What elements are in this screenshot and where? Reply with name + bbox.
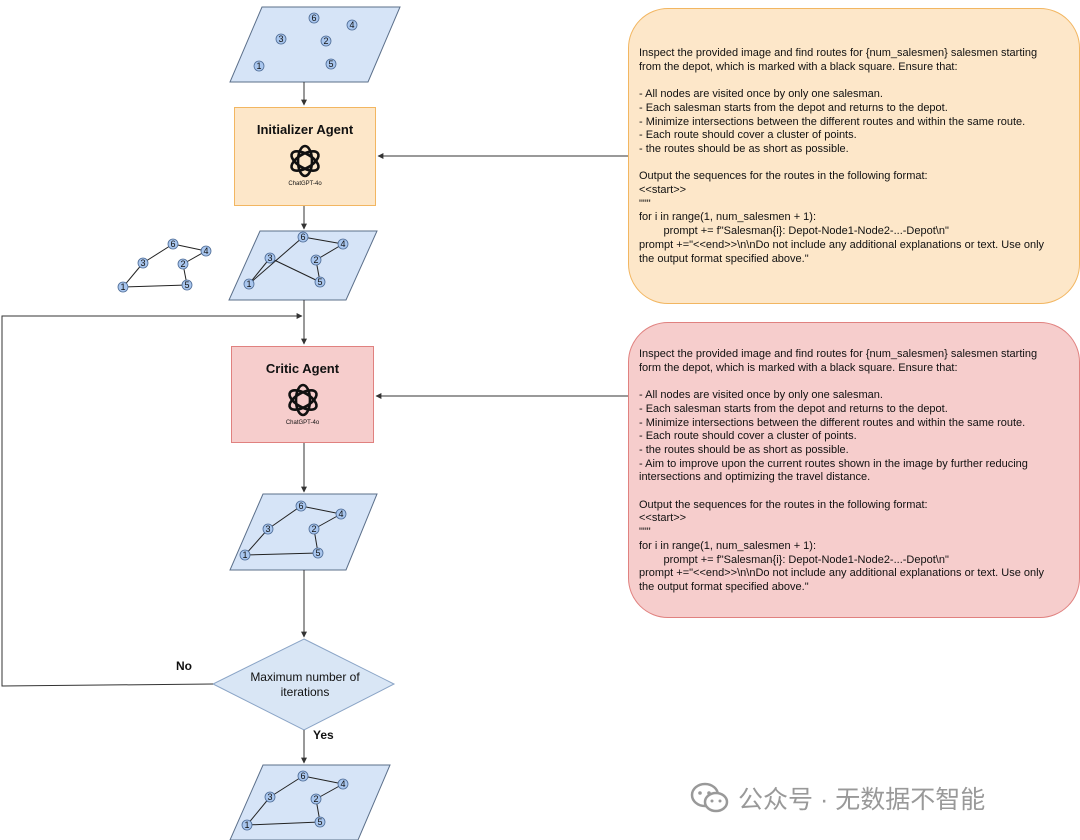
watermark-text: 公众号 · 无数据不智能 xyxy=(738,786,986,814)
input-nodes-node xyxy=(253,60,265,72)
final-routes-node xyxy=(241,819,253,831)
critic-routes-node-label: 4 xyxy=(338,509,343,519)
decision-label: Maximum number of iterations xyxy=(250,670,360,699)
critic-routes-edge xyxy=(244,552,319,556)
final-routes-node xyxy=(314,816,326,828)
sketch-routes-edge xyxy=(142,243,174,264)
initial-routes-edge xyxy=(269,257,321,283)
initializer-prompt-box: Inspect the provided image and find rout… xyxy=(628,8,1080,304)
wechat-icon xyxy=(690,782,729,813)
final-routes-node xyxy=(337,778,349,790)
final-routes-parallelogram xyxy=(229,764,391,840)
final-routes-edge xyxy=(269,775,304,798)
critic-agent-title: Critic Agent xyxy=(265,361,340,376)
sketch-routes-node xyxy=(117,281,129,293)
final-routes-node-label: 3 xyxy=(267,792,272,802)
critic-routes-edge xyxy=(267,505,302,530)
loop-back-arrow xyxy=(1,313,303,687)
initial-routes-node-label: 4 xyxy=(340,239,345,249)
sketch-routes-node-label: 5 xyxy=(184,280,189,290)
final-routes-edge xyxy=(302,775,344,785)
critic-agent-box: Critic Agent ChatGPT-4o xyxy=(231,346,374,443)
input-nodes-node xyxy=(308,12,320,24)
initial-routes-node xyxy=(297,231,309,243)
initial-routes-node xyxy=(243,278,255,290)
initial-routes-edge xyxy=(248,257,271,285)
openai-logo-icon xyxy=(287,383,318,417)
input-nodes-node-label: 3 xyxy=(278,34,283,44)
input-nodes-node xyxy=(325,58,337,70)
critic-routes-node xyxy=(239,549,251,561)
initializer-agent-title: Initializer Agent xyxy=(256,122,354,137)
initializer-agent-box: Initializer Agent ChatGPT-4o xyxy=(234,107,376,206)
sketch-routes-node xyxy=(177,258,189,270)
critic-routes-node-label: 3 xyxy=(265,524,270,534)
critic-routes-node xyxy=(262,523,274,535)
initial-routes-node-label: 1 xyxy=(246,279,251,289)
final-routes-node-label: 5 xyxy=(317,817,322,827)
sketch-routes-node xyxy=(181,279,193,291)
input-nodes-node-label: 1 xyxy=(256,61,261,71)
input-nodes-node xyxy=(346,19,358,31)
final-routes-node xyxy=(264,791,276,803)
final-routes-node xyxy=(310,793,322,805)
initial-routes-edge xyxy=(302,236,344,245)
final-routes-node-label: 1 xyxy=(244,820,249,830)
sketch-routes-node-label: 4 xyxy=(203,246,208,256)
initial-routes-node-label: 3 xyxy=(267,253,272,263)
initial-routes-node xyxy=(264,252,276,264)
final-routes-edge xyxy=(246,821,321,826)
initial-routes-node-label: 2 xyxy=(313,255,318,265)
input-nodes-node xyxy=(275,33,287,45)
sketch-routes-node-label: 2 xyxy=(180,259,185,269)
critic-routes-node xyxy=(308,523,320,535)
critic-routes-edge xyxy=(300,505,342,515)
watermark: 公众号 · 无数据不智能 xyxy=(690,780,985,816)
final-routes-node-label: 4 xyxy=(340,779,345,789)
input-points-parallelogram xyxy=(229,6,401,83)
initial-routes-node-label: 5 xyxy=(317,277,322,287)
final-routes-node xyxy=(297,770,309,782)
initial-routes-node xyxy=(310,254,322,266)
critic-routes-edge xyxy=(244,528,269,556)
sketch-routes-edge xyxy=(172,243,207,252)
initial-routes-edge xyxy=(248,236,304,285)
critic-prompt-box: Inspect the provided image and find rout… xyxy=(628,322,1080,618)
sketch-routes-node xyxy=(167,238,179,250)
critic-routes-node xyxy=(335,508,347,520)
node-markers: 1 2 3 4 5 6 1 2 3 4 5 6 1 2 3 4 5 6 1 2 3 4 5 6 1 2 3 4 5 6 xyxy=(117,12,358,831)
no-branch-label: No xyxy=(176,659,192,673)
initial-routes-node xyxy=(314,276,326,288)
input-nodes-node-label: 6 xyxy=(311,13,316,23)
openai-logo-icon xyxy=(290,144,320,178)
sketch-routes-node xyxy=(137,257,149,269)
critic-model-label: ChatGPT-4o xyxy=(285,420,320,426)
initializer-model-label: ChatGPT-4o xyxy=(288,181,322,187)
initial-routes-node xyxy=(337,238,349,250)
critic-routes-node-label: 2 xyxy=(311,524,316,534)
critic-routes-node-label: 5 xyxy=(315,548,320,558)
input-nodes-node-label: 2 xyxy=(323,36,328,46)
yes-branch-label: Yes xyxy=(313,728,334,742)
critic-routes-node-label: 1 xyxy=(242,550,247,560)
input-nodes-node-label: 4 xyxy=(349,20,354,30)
final-routes-node-label: 2 xyxy=(313,794,318,804)
initial-routes-node-label: 6 xyxy=(300,232,305,242)
sketch-routes-node xyxy=(200,245,212,257)
final-routes-node-label: 6 xyxy=(300,771,305,781)
sketch-routes-node-label: 6 xyxy=(170,239,175,249)
critic-routes-node xyxy=(312,547,324,559)
sketch-routes-node-label: 1 xyxy=(120,282,125,292)
critic-routes-node-label: 6 xyxy=(298,501,303,511)
critic-routes-node xyxy=(295,500,307,512)
sketch-routes-edge xyxy=(122,284,188,288)
final-routes-edge xyxy=(246,796,271,826)
input-nodes-node xyxy=(320,35,332,47)
input-nodes-node-label: 5 xyxy=(328,59,333,69)
sketch-routes-node-label: 3 xyxy=(140,258,145,268)
